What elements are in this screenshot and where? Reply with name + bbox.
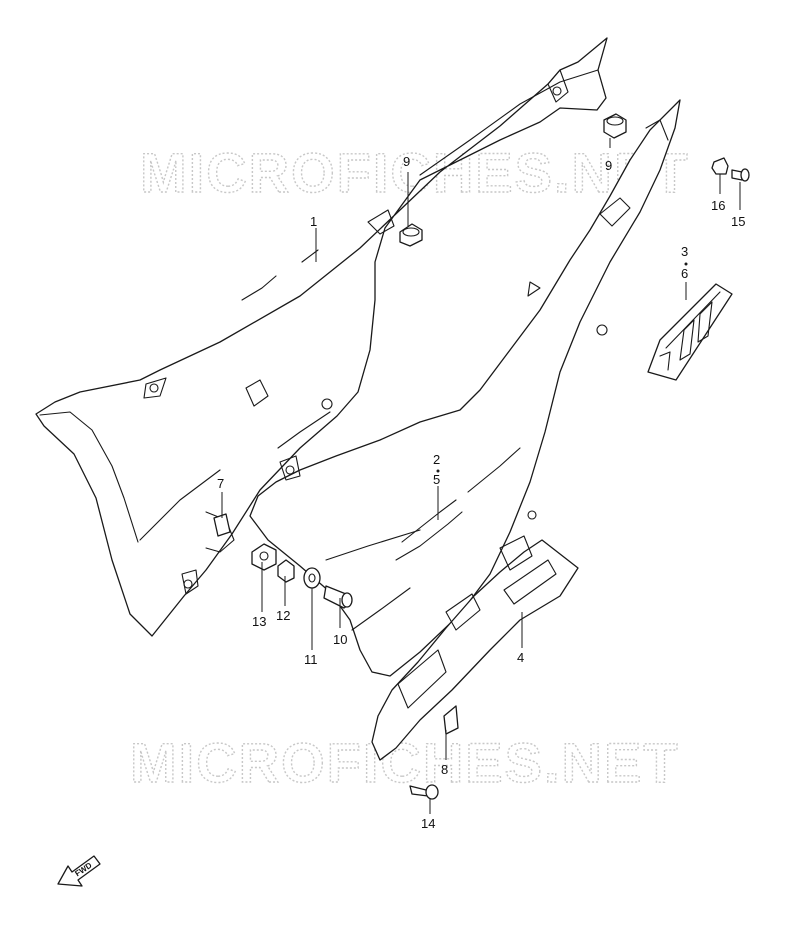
washer-11 — [303, 567, 321, 589]
cushion-13 — [251, 543, 277, 571]
label-9b: 9 — [605, 158, 612, 173]
frame-cover-right — [249, 99, 681, 677]
label-5: 5 — [433, 472, 440, 487]
fwd-arrow-icon: FWD — [57, 855, 101, 887]
screw-14 — [409, 784, 439, 800]
nut-16 — [711, 157, 729, 175]
label-13: 13 — [252, 614, 266, 629]
label-1: 1 — [310, 214, 317, 229]
grommet-9a — [399, 223, 423, 247]
label-16: 16 — [711, 198, 725, 213]
label-2: 2 — [433, 452, 440, 467]
grommet-9b — [603, 113, 627, 139]
label-6: 6 — [681, 266, 688, 281]
bolt-10 — [323, 585, 353, 609]
pad-8 — [443, 705, 459, 735]
lower-cover-panel — [371, 535, 579, 761]
watermark-bottom: MICROFICHES.NET — [130, 731, 680, 794]
label-15: 15 — [731, 214, 745, 229]
leader-lines — [221, 138, 741, 814]
label-8: 8 — [441, 762, 448, 777]
label-3-6-dot — [684, 262, 688, 266]
label-12: 12 — [276, 608, 290, 623]
label-2-5-dot — [436, 469, 440, 473]
emblem — [647, 283, 733, 381]
label-11: 11 — [304, 652, 318, 667]
label-9a: 9 — [403, 154, 410, 169]
label-7: 7 — [217, 476, 224, 491]
label-3: 3 — [681, 244, 688, 259]
collar-12 — [277, 559, 295, 583]
label-4: 4 — [517, 650, 524, 665]
label-14: 14 — [421, 816, 435, 831]
bolt-15 — [731, 168, 750, 182]
label-10: 10 — [333, 632, 347, 647]
